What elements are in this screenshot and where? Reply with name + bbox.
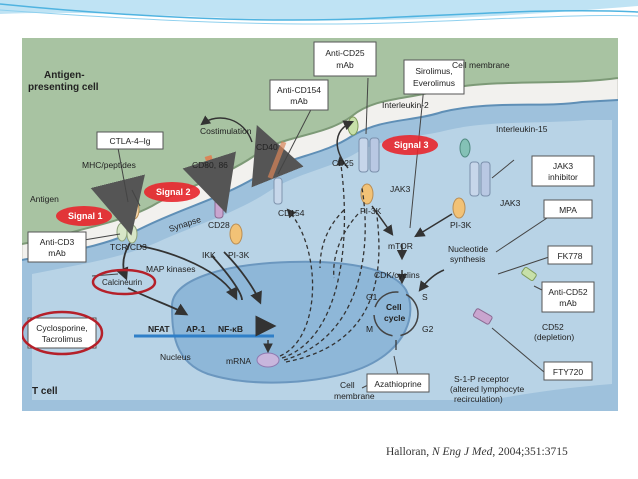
anti-cd52-line1: Anti-CD52 [548, 287, 587, 297]
cycle-s-label: S [422, 292, 428, 302]
nucleotide-label-line2: synthesis [450, 254, 485, 264]
calcineurin-highlight [91, 268, 157, 296]
cycle-g2-label: G2 [422, 324, 434, 334]
cyclosporine-line2: Tacrolimus [42, 334, 83, 344]
tcr-cd3-label: TCR/CD3 [110, 242, 147, 252]
il2-receptor [347, 116, 380, 173]
nfkb-label: NF-κB [218, 324, 243, 334]
s1p-label-line3: recirculation) [454, 394, 503, 404]
mrna-label: mRNA [226, 356, 251, 366]
fty720-label: FTY720 [553, 367, 584, 377]
cdk-cyclins-label: CDK/cyclins [374, 270, 420, 280]
anti-cd154-line2: mAb [290, 96, 308, 106]
cycle-g1-label: G1 [366, 292, 378, 302]
cell-membrane-top-label: Cell membrane [452, 60, 510, 70]
sirolimus-line1: Sirolimus, [415, 66, 452, 76]
signal1-label: Signal 1 [68, 211, 103, 221]
azathioprine-label: Azathioprine [374, 379, 422, 389]
cd154-label: CD154 [278, 208, 305, 218]
cell-membrane-bottom-line1: Cell [340, 380, 355, 390]
cd154-receptor [273, 177, 283, 205]
il15-receptor [459, 138, 491, 197]
apc-label-line1: Antigen- [44, 70, 85, 81]
mrna-shape [256, 352, 280, 368]
jak3-label-b: JAK3 [500, 198, 521, 208]
nfat-label: NFAT [148, 324, 170, 334]
cd52-label-line1: CD52 [542, 322, 564, 332]
costimulation-label: Costimulation [200, 126, 252, 136]
anti-cd3-line1: Anti-CD3 [40, 237, 75, 247]
cycle-m-label: M [366, 324, 373, 334]
ikk-label: IKK [202, 250, 216, 260]
pi3k-label-a: PI-3K [228, 250, 250, 260]
citation-journal: N Eng J Med [431, 446, 493, 458]
nucleus-label: Nucleus [160, 352, 191, 362]
antigen-label: Antigen [30, 194, 59, 204]
citation-author: Halloran, [386, 446, 432, 458]
cell-cycle-label-line2: cycle [384, 313, 406, 323]
anti-cd25-line1: Anti-CD25 [325, 48, 364, 58]
signal-badges [56, 135, 438, 226]
cd28-label: CD28 [208, 220, 230, 230]
cyclosporine-highlight [22, 310, 104, 356]
ctla4ig-label: CTLA-4–Ig [109, 136, 150, 146]
anti-cd25-line2: mAb [336, 60, 354, 70]
cd52-receptor [521, 266, 537, 282]
jak3-label-a: JAK3 [390, 184, 411, 194]
signal2-label: Signal 2 [156, 187, 191, 197]
mtor-label: mTOR [388, 241, 413, 251]
interleukin2-label: Interleukin-2 [382, 100, 429, 110]
citation: Halloran, N Eng J Med, 2004;351:3715 [386, 446, 568, 458]
pi3k-label-c: PI-3K [450, 220, 472, 230]
drug-boxes [27, 41, 595, 393]
s1p-receptor [472, 308, 493, 325]
cd25-label: CD25 [332, 158, 354, 168]
cyclosporine-line1: Cyclosporine, [36, 323, 88, 333]
calcineurin-label: Calcineurin [102, 278, 142, 287]
anti-cd52-line2: mAb [559, 298, 577, 308]
cd40-label: CD40 [256, 142, 278, 152]
jak3-inhibitor-line1: JAK3 [553, 161, 574, 171]
cell-cycle-label-line1: Cell [386, 302, 402, 312]
sirolimus-line2: Everolimus [413, 78, 455, 88]
map-kinases-label: MAP kinases [146, 264, 195, 274]
apc-label-line2: presenting cell [28, 82, 99, 93]
anti-cd3-line2: mAb [48, 248, 66, 258]
t-cell-label: T cell [32, 386, 58, 397]
immunosuppression-diagram: Antigen- presenting cell Cell membrane A… [22, 38, 618, 411]
cd52-label-line2: (depletion) [534, 332, 574, 342]
mpa-label: MPA [559, 205, 577, 215]
fk778-label: FK778 [557, 251, 582, 261]
cell-membrane-bottom-line2: membrane [334, 391, 375, 401]
anti-cd154-line1: Anti-CD154 [277, 85, 321, 95]
header-wave-decoration [0, 0, 638, 25]
jak3-inhibitor-line2: inhibitor [548, 172, 578, 182]
s1p-label-line2: (altered lymphocyte [450, 384, 524, 394]
interleukin15-label: Interleukin-15 [496, 124, 548, 134]
cd80-86-label: CD80, 86 [192, 160, 228, 170]
citation-ref: , 2004;351:3715 [492, 446, 568, 458]
ap1-label: AP-1 [186, 324, 206, 334]
pi3k-label-b: PI-3K [360, 206, 382, 216]
nucleotide-label-line1: Nucleotide [448, 244, 488, 254]
mhc-peptides-label: MHC/peptides [82, 160, 136, 170]
signal3-label: Signal 3 [394, 140, 429, 150]
s1p-label-line1: S-1-P receptor [454, 374, 509, 384]
